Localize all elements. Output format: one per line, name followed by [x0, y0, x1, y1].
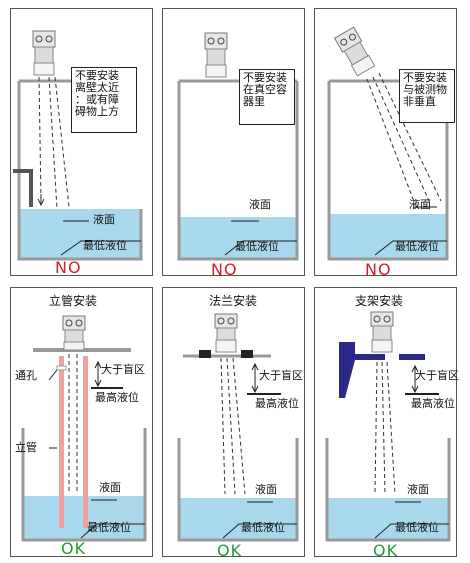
panel-standpipe: 立管安装 通孔 立管 大于盲区 最高液位 液面 最低液位 OK	[10, 287, 153, 558]
min-level-label: 最低液位	[241, 521, 285, 534]
liquid-surface-label: 液面	[249, 198, 271, 211]
standpipe-wall	[59, 356, 64, 528]
liquid-surface-label: 液面	[255, 483, 277, 496]
liquid-surface-label: 液面	[409, 198, 431, 211]
liquid-surface-label: 液面	[407, 483, 429, 496]
ultrasonic-sensor-icon	[370, 311, 394, 353]
vacuum-drawing	[177, 32, 299, 261]
verdict-no: NO	[365, 260, 392, 279]
ultrasonic-sensor-icon	[204, 32, 228, 78]
panel-near-wall: 不要安装 离壁太近 ：或有障 碍物上方 液面 最低液位 NO	[10, 8, 153, 277]
panel-vacuum: 不要安装 在真空容 器里 液面 最低液位 NO	[162, 8, 305, 279]
panel-title: 立管安装	[49, 294, 98, 308]
verdict-no: NO	[55, 258, 82, 277]
standpipe-drawing	[21, 315, 147, 542]
ultrasonic-sensor-icon	[62, 315, 86, 351]
standpipe-label: 立管	[15, 441, 37, 454]
ultrasonic-sensor-icon	[32, 30, 56, 76]
verdict-ok: OK	[61, 539, 87, 558]
max-level-label: 最高液位	[411, 397, 455, 410]
warning-note: 不要安装 与被测物 非垂直	[399, 69, 455, 123]
panel-title: 法兰安装	[209, 294, 258, 308]
min-level-label: 最低液位	[87, 521, 131, 534]
bracket-drawing	[325, 311, 451, 542]
mounting-bracket	[339, 342, 385, 398]
panel-flange: 法兰安装 大于盲区 最高液位 液面 最低液位 OK	[162, 287, 305, 560]
liquid-surface-label: 液面	[99, 481, 121, 494]
liquid-surface-label: 液面	[93, 213, 115, 226]
ultrasonic-sensor-icon	[214, 313, 238, 353]
near-wall-drawing	[13, 30, 143, 261]
max-level-label: 最高液位	[95, 391, 139, 404]
flange-drawing	[177, 313, 299, 542]
verdict-no: NO	[211, 260, 238, 279]
dead-zone-label: 大于盲区	[415, 369, 459, 382]
min-level-label: 最低液位	[395, 521, 439, 534]
verdict-ok: OK	[373, 541, 399, 560]
dead-zone-label: 大于盲区	[259, 369, 303, 382]
warning-note: 不要安装 在真空容 器里	[239, 69, 295, 125]
dead-zone-label: 大于盲区	[101, 363, 145, 376]
panel-title: 支架安装	[355, 294, 404, 308]
flange	[199, 350, 211, 358]
min-level-label: 最低液位	[83, 239, 127, 252]
obstacle	[13, 169, 33, 207]
mounting-bracket	[399, 354, 425, 360]
warning-note: 不要安装 离壁太近 ：或有障 碍物上方	[71, 67, 137, 133]
standpipe-wall	[83, 356, 88, 528]
flange	[241, 350, 253, 358]
verdict-ok: OK	[217, 541, 243, 560]
max-level-label: 最高液位	[255, 397, 299, 410]
min-level-label: 最低液位	[395, 240, 439, 253]
vent-hole	[56, 365, 67, 371]
min-level-label: 最低液位	[235, 240, 279, 253]
panel-tilted: 不要安装 与被测物 非垂直 液面 最低液位 NO	[314, 8, 457, 279]
tilted-drawing	[327, 26, 449, 261]
vent-hole-label: 通孔	[15, 369, 37, 382]
ultrasonic-sensor-icon	[333, 26, 376, 77]
liquid	[19, 209, 141, 259]
panel-bracket: 支架安装 大于盲区 最高液位 液面 最低液位 OK	[314, 287, 459, 560]
